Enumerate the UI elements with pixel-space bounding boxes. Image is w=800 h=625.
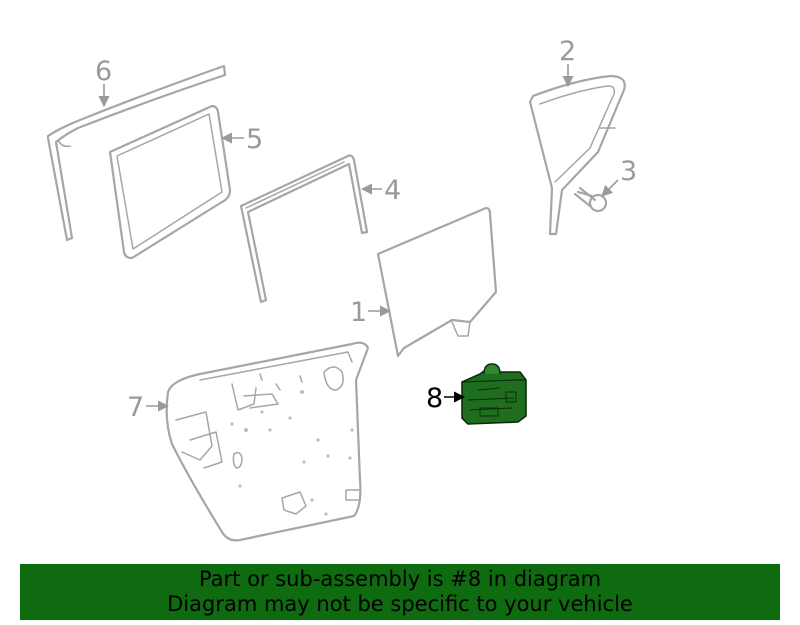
callout-3: 3 (620, 156, 637, 187)
part-1-door-glass (376, 206, 498, 358)
part-6-belt-molding (46, 64, 227, 242)
part-2-quarter-frame (528, 74, 626, 236)
banner-line-1: Part or sub-assembly is #8 in diagram (198, 567, 602, 591)
callout-7: 7 (127, 392, 144, 423)
banner-line-2: Diagram may not be specific to your vehi… (167, 592, 633, 616)
part-8-control-module[interactable] (461, 363, 527, 425)
part-3-screw (573, 186, 608, 213)
part-4-run-channel (239, 154, 369, 304)
callout-arrows (98, 64, 619, 412)
callout-2: 2 (559, 36, 576, 67)
part-5-quarter-glass (108, 104, 232, 260)
callout-4: 4 (384, 175, 401, 206)
parts-diagram: 6 5 4 2 3 1 7 8 (46, 36, 637, 542)
callout-8[interactable]: 8 (426, 383, 443, 414)
info-banner: Part or sub-assembly is #8 in diagram Di… (20, 564, 780, 620)
callout-1: 1 (350, 297, 367, 328)
callout-6: 6 (95, 56, 112, 87)
callout-5: 5 (246, 124, 263, 155)
part-7-door-panel (165, 341, 370, 542)
